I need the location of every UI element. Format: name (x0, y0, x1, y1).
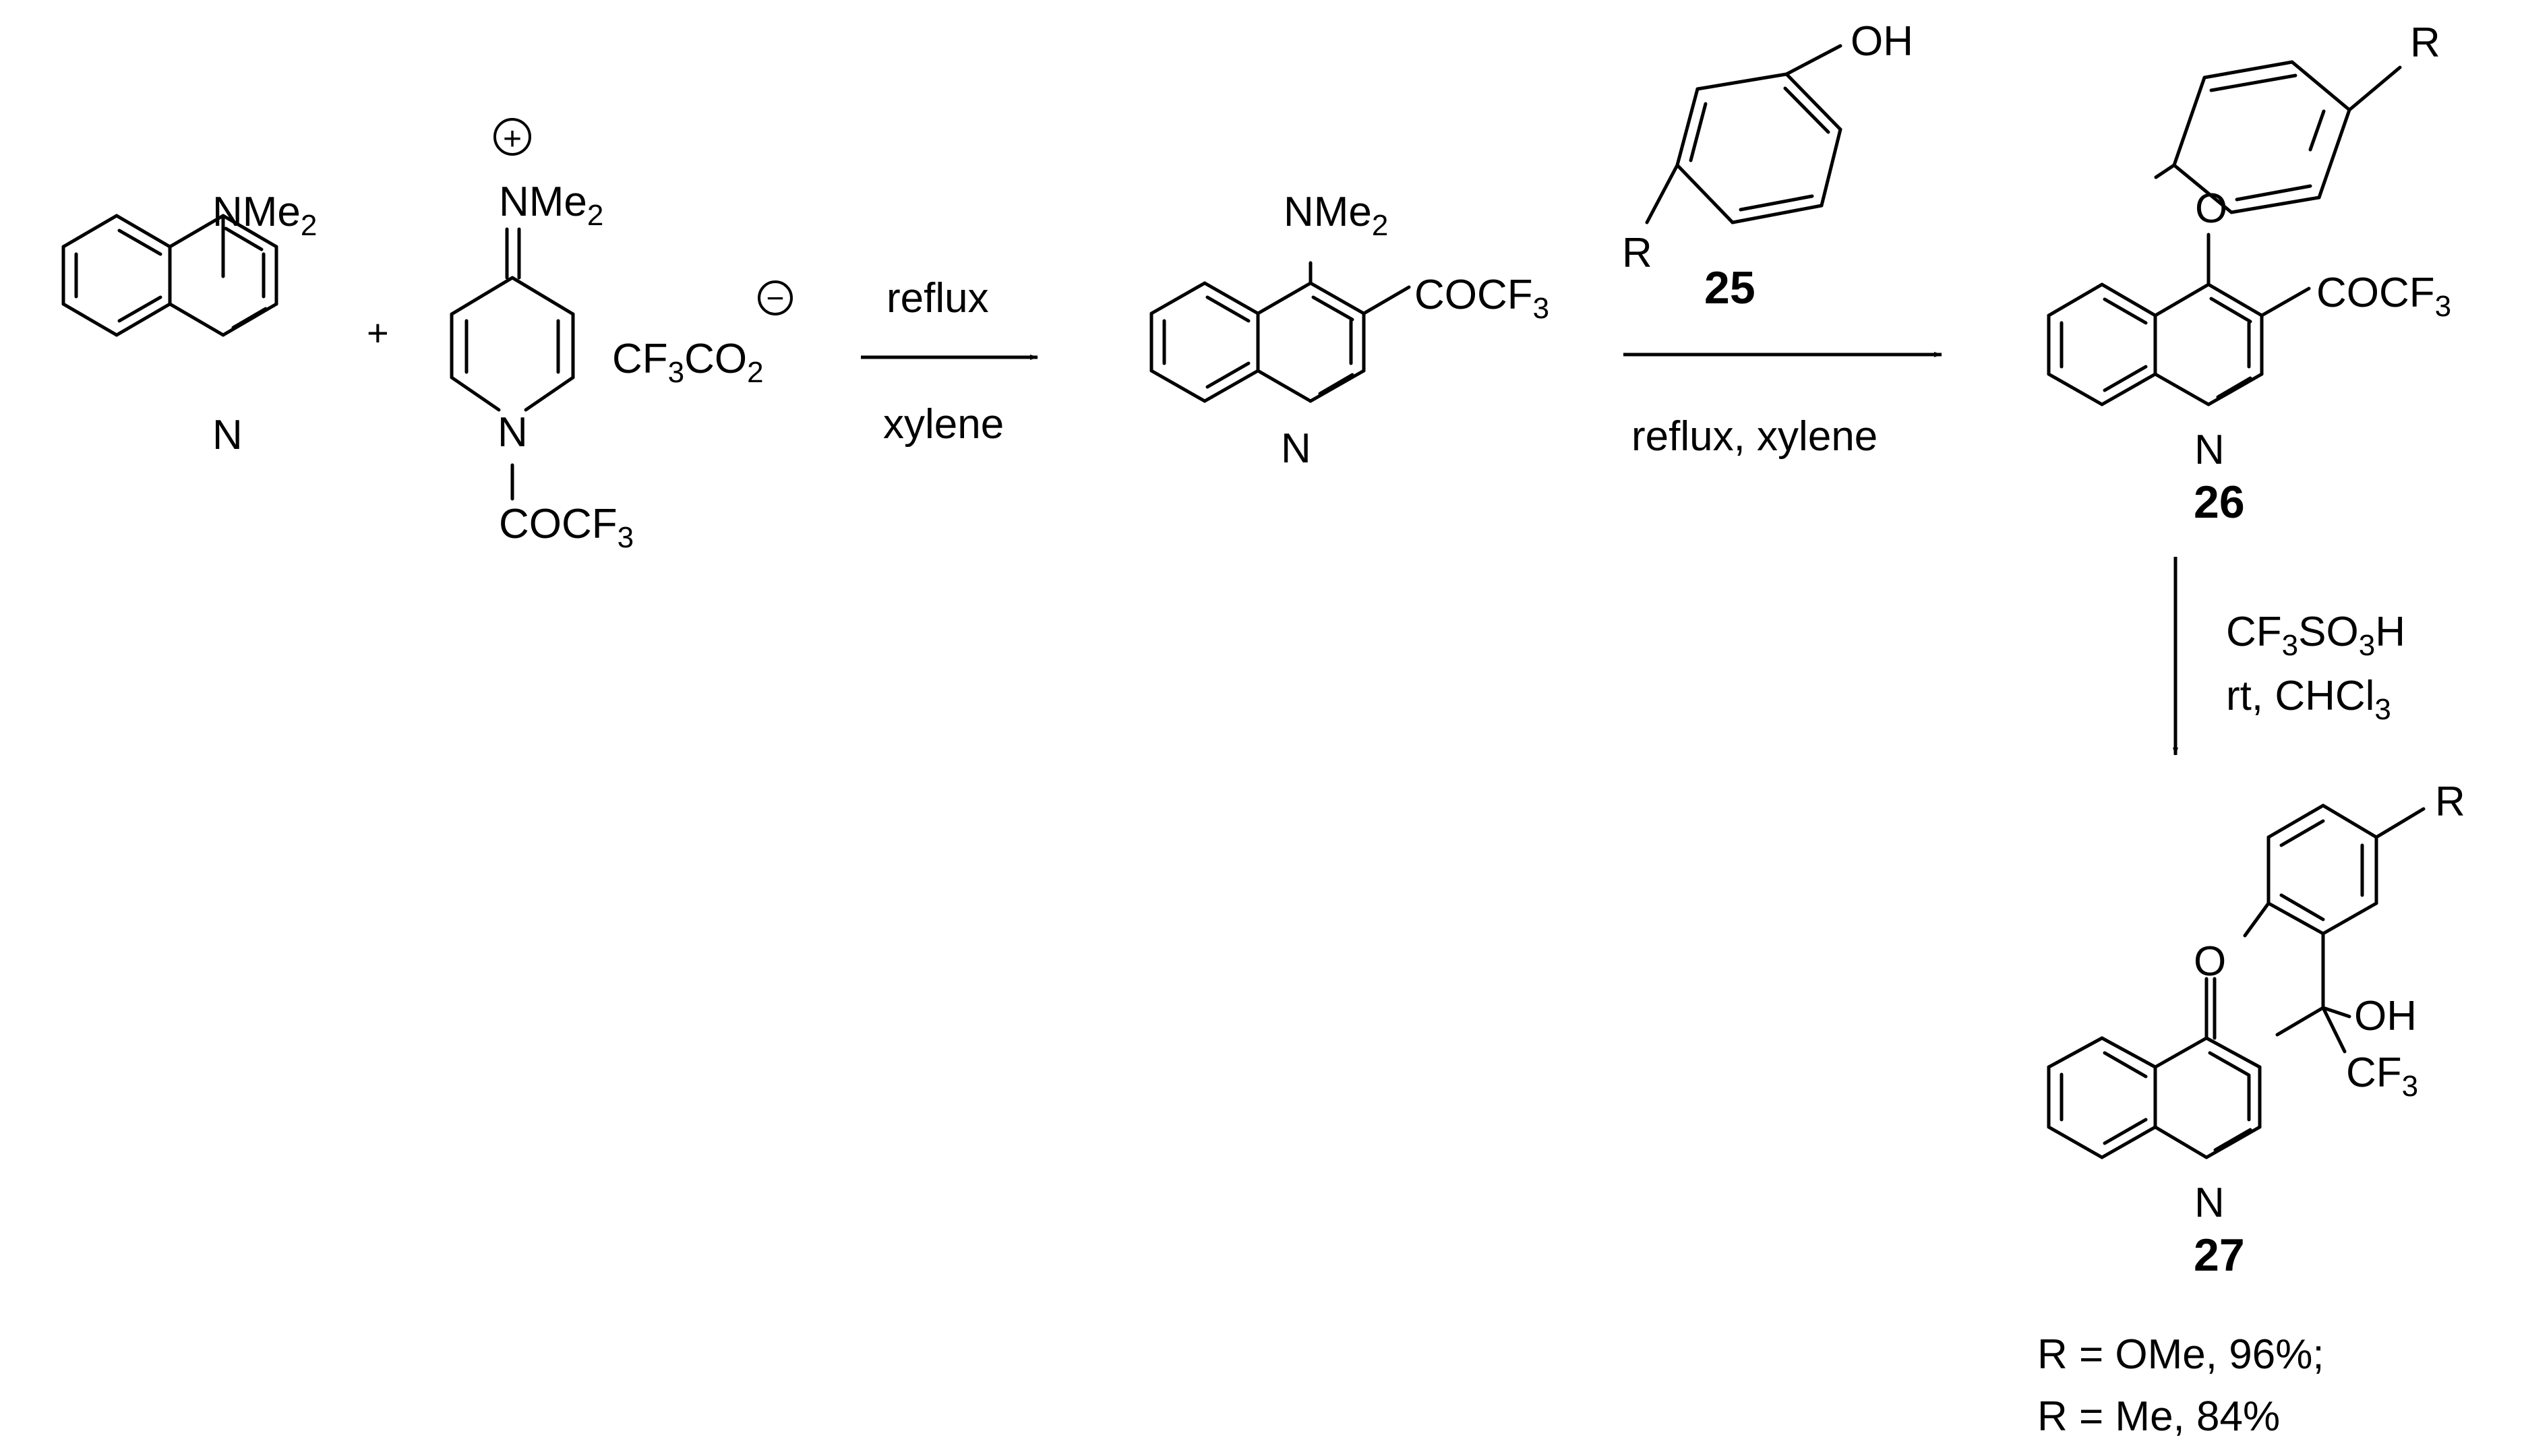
negative-charge-icon (758, 280, 793, 315)
reagent-pyridinium-salt: + NMe2 N COCF3 − CF3CO2 (450, 118, 793, 554)
product-27-r-label: R (2435, 779, 2465, 825)
reaction-arrow-step-2: reflux, xylene (1623, 352, 1942, 460)
product-27: R O OH CF3 N 27 (2047, 779, 2465, 1281)
salt-nme2-label: NMe2 (499, 179, 603, 232)
yield-line-2: R = Me, 84% (2037, 1393, 2280, 1440)
product-26-oxygen-label: O (2195, 185, 2227, 232)
yield-line-1: R = OMe, 96%; (2037, 1331, 2324, 1378)
step3-condition-line2: rt, CHCl3 (2226, 673, 2391, 726)
intermediate-quinoline: NMe2 COCF3 N (1149, 189, 1549, 472)
product-26: R O COCF3 N 26 (2047, 20, 2451, 528)
product-27-oh-label: OH (2354, 993, 2417, 1039)
step2-condition-below: reflux, xylene (1631, 413, 1877, 460)
salt-anion-label: CF3CO2 (612, 336, 764, 389)
salt-nitrogen-label: N (498, 409, 528, 456)
reagent-bonds (61, 214, 278, 337)
positive-charge-icon (493, 118, 531, 156)
product-27-bonds (2047, 803, 2426, 1159)
intermediate-nme2-label: NMe2 (1284, 189, 1388, 242)
compound-number-26: 26 (2194, 477, 2245, 528)
reaction-arrow-step-3: CF3SO3H rt, CHCl3 (2173, 557, 2405, 756)
reagent-4-dimethylaminoquinoline: NMe2 N (61, 189, 317, 458)
salt-acyl-label: COCF3 (499, 501, 634, 554)
compound-number-27: 27 (2194, 1230, 2245, 1281)
phenol-r-label: R (1622, 230, 1652, 276)
reagent-nitrogen-label: N (212, 412, 243, 458)
intermediate-bonds (1149, 261, 1411, 403)
step3-condition-line1: CF3SO3H (2226, 609, 2405, 662)
intermediate-nitrogen-label: N (1281, 425, 1311, 472)
product-26-nitrogen-label: N (2194, 427, 2225, 473)
product-27-cf3-label: CF3 (2346, 1050, 2418, 1103)
step1-condition-below: xylene (883, 401, 1004, 448)
negative-charge-symbol: − (767, 280, 785, 315)
reagent-nme2-label: NMe2 (212, 189, 317, 242)
positive-charge-symbol: + (503, 121, 522, 157)
product-26-acyl-label: COCF3 (2316, 270, 2451, 323)
product-26-bonds (2047, 60, 2402, 406)
compound-number-25: 25 (1704, 262, 1755, 313)
step1-condition-above: reflux (887, 275, 989, 322)
reagent-phenol-25: OH R 25 (1622, 18, 1913, 313)
phenol-bonds (1645, 44, 1842, 224)
reaction-arrow-step-1: reflux xylene (861, 275, 1038, 448)
salt-bonds (450, 227, 575, 501)
phenol-oh-label: OH (1851, 18, 1913, 65)
product-27-oxygen-label: O (2194, 938, 2226, 985)
intermediate-acyl-label: COCF3 (1414, 272, 1549, 325)
plus-sign: + (367, 311, 389, 354)
product-27-nitrogen-label: N (2194, 1180, 2225, 1226)
product-26-r-label: R (2410, 20, 2440, 66)
